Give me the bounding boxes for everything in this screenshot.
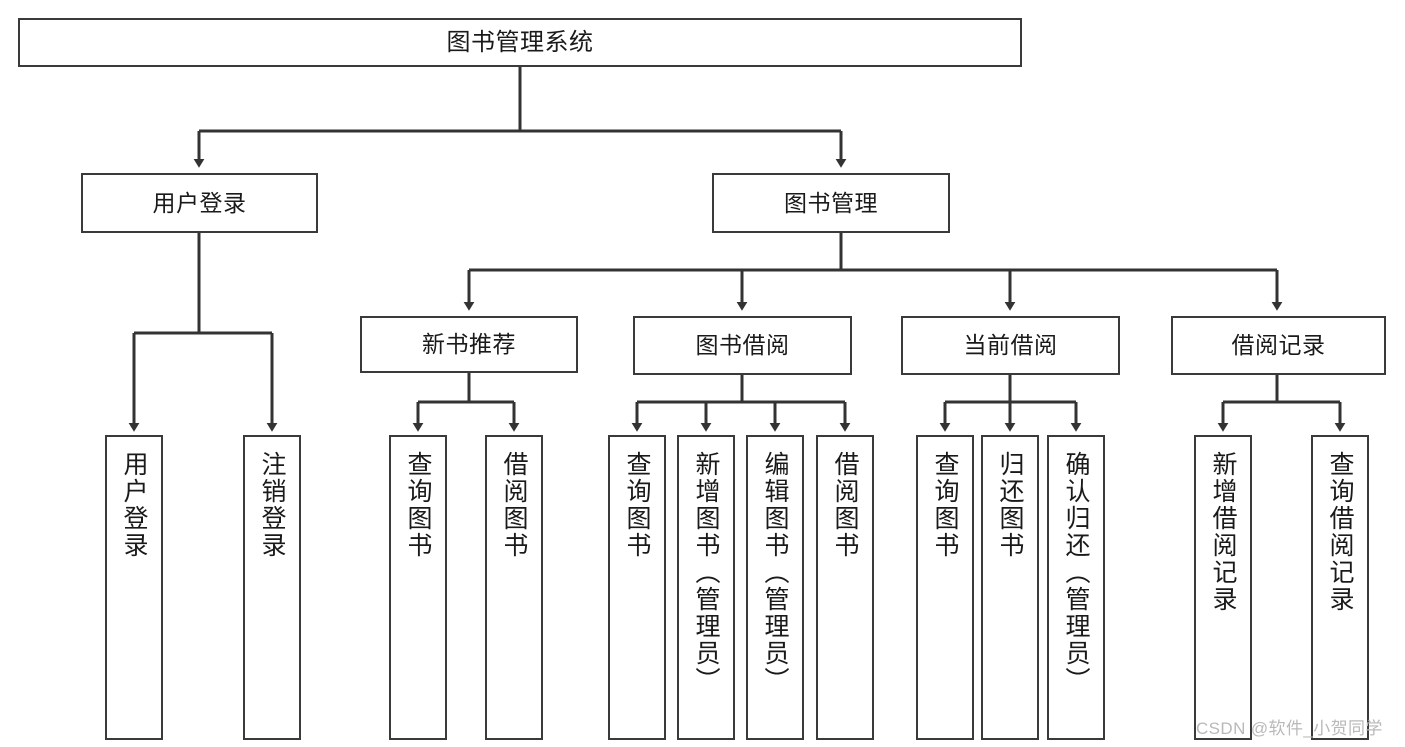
leaf-query-borrow-record-label: 查询借阅记录 [1326, 451, 1354, 613]
leaf-edit-book-admin-label: 编辑图书（管理员） [761, 451, 789, 694]
leaf-logout-label: 注销登录 [258, 451, 286, 559]
leaf-query-book-recommend[interactable]: 查询图书 [389, 435, 447, 740]
leaf-query-book-borrow[interactable]: 查询图书 [608, 435, 666, 740]
leaf-query-book-current-label: 查询图书 [931, 451, 959, 559]
leaf-query-book-recommend-label: 查询图书 [404, 451, 432, 559]
leaf-borrow-book[interactable]: 借阅图书 [816, 435, 874, 740]
leaf-query-book-borrow-label: 查询图书 [623, 451, 651, 559]
node-borrow-records[interactable]: 借阅记录 [1171, 316, 1386, 375]
leaf-return-book-label: 归还图书 [996, 451, 1024, 559]
leaf-add-borrow-record-label: 新增借阅记录 [1209, 451, 1237, 613]
csdn-watermark: CSDN @软件_小贺同学 [1196, 719, 1383, 738]
node-borrow-records-label: 借阅记录 [1231, 332, 1326, 359]
leaf-user-login[interactable]: 用户登录 [105, 435, 163, 740]
node-book-borrow-label: 图书借阅 [695, 332, 790, 359]
leaf-user-login-label: 用户登录 [120, 451, 148, 559]
leaf-add-book-admin[interactable]: 新增图书（管理员） [677, 435, 735, 740]
leaf-confirm-return-admin[interactable]: 确认归还（管理员） [1047, 435, 1105, 740]
node-new-book-recommend-label: 新书推荐 [422, 331, 516, 358]
leaf-borrow-book-recommend[interactable]: 借阅图书 [485, 435, 543, 740]
node-new-book-recommend[interactable]: 新书推荐 [360, 316, 578, 373]
leaf-query-book-current[interactable]: 查询图书 [916, 435, 974, 740]
node-book-management[interactable]: 图书管理 [712, 173, 950, 233]
node-root[interactable]: 图书管理系统 [18, 18, 1022, 67]
node-book-borrow[interactable]: 图书借阅 [633, 316, 852, 375]
leaf-borrow-book-label: 借阅图书 [831, 451, 859, 559]
node-root-label: 图书管理系统 [446, 28, 594, 56]
leaf-logout[interactable]: 注销登录 [243, 435, 301, 740]
node-current-borrow-label: 当前借阅 [963, 332, 1058, 359]
leaf-return-book[interactable]: 归还图书 [981, 435, 1039, 740]
node-book-management-label: 图书管理 [784, 189, 878, 216]
leaf-query-borrow-record[interactable]: 查询借阅记录 [1311, 435, 1369, 740]
leaf-add-book-admin-label: 新增图书（管理员） [692, 451, 720, 694]
leaf-add-borrow-record[interactable]: 新增借阅记录 [1194, 435, 1252, 740]
leaf-borrow-book-recommend-label: 借阅图书 [500, 451, 528, 559]
node-user-login-label: 用户登录 [152, 189, 247, 216]
leaf-edit-book-admin[interactable]: 编辑图书（管理员） [746, 435, 804, 740]
leaf-confirm-return-admin-label: 确认归还（管理员） [1062, 451, 1090, 694]
node-user-login[interactable]: 用户登录 [81, 173, 318, 233]
node-current-borrow[interactable]: 当前借阅 [901, 316, 1120, 375]
